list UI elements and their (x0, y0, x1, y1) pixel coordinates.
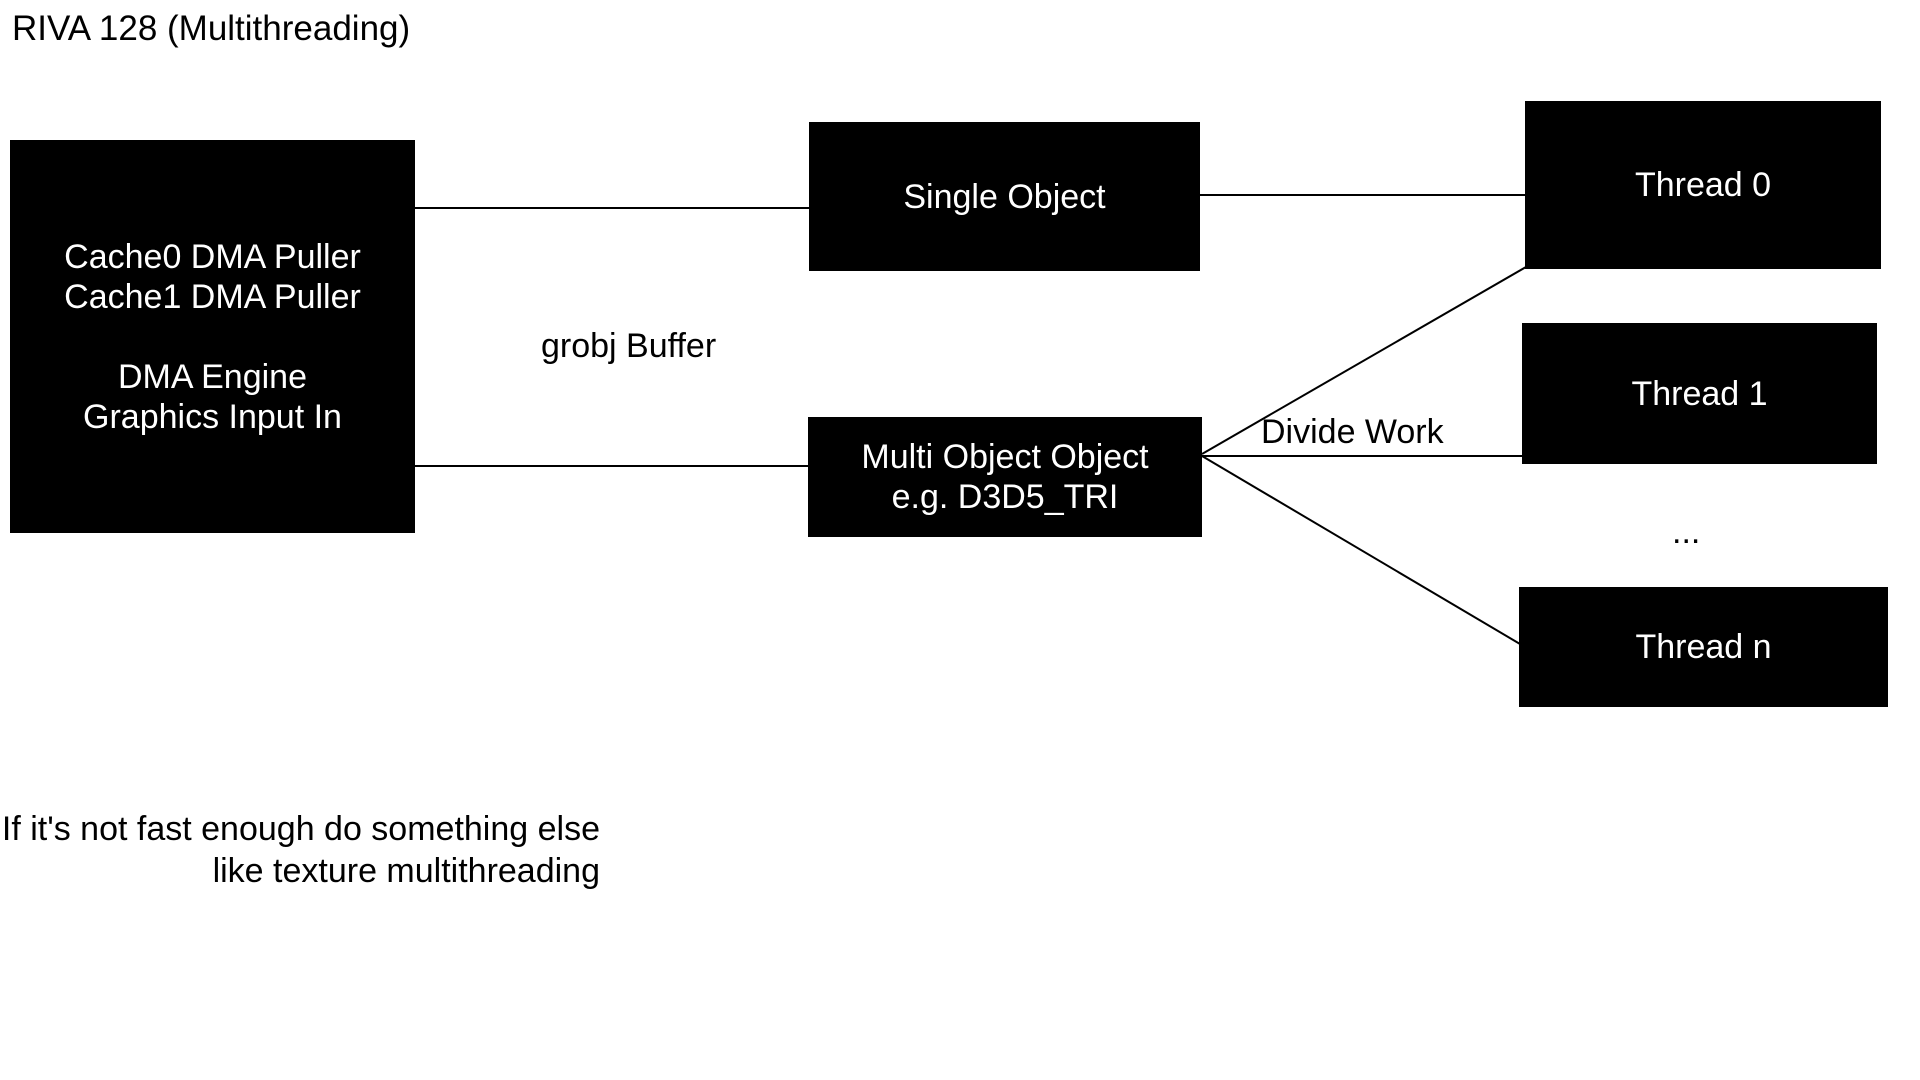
page-title: RIVA 128 (Multithreading) (12, 9, 411, 48)
node-dma-block: Cache0 DMA Puller Cache1 DMA Puller DMA … (10, 140, 415, 533)
node-single-object-label: Single Object (903, 177, 1106, 216)
node-thread-1-label: Thread 1 (1631, 374, 1768, 413)
node-thread-n: Thread n (1519, 587, 1888, 707)
edge-label-divide-work: Divide Work (1261, 413, 1444, 451)
node-thread-0-label: Thread 0 (1634, 166, 1772, 204)
connector-multi-to-thread0 (1201, 266, 1527, 455)
node-thread-1: Thread 1 (1522, 323, 1877, 464)
footnote-text: If it's not fast enough do something els… (1, 810, 600, 890)
edge-label-grobj-buffer: grobj Buffer (541, 327, 717, 365)
node-multi-object: Multi Object Object e.g. D3D5_TRI (808, 417, 1202, 537)
connector-multi-to-threadn (1201, 455, 1521, 645)
node-multi-object-label: Multi Object Object e.g. D3D5_TRI (861, 438, 1149, 516)
node-single-object: Single Object (809, 122, 1200, 271)
node-thread-n-label: Thread n (1635, 628, 1772, 666)
thread-ellipsis: ... (1672, 513, 1701, 551)
node-dma-block-label: Cache0 DMA Puller Cache1 DMA Puller DMA … (64, 237, 361, 436)
node-thread-0: Thread 0 (1525, 101, 1881, 269)
